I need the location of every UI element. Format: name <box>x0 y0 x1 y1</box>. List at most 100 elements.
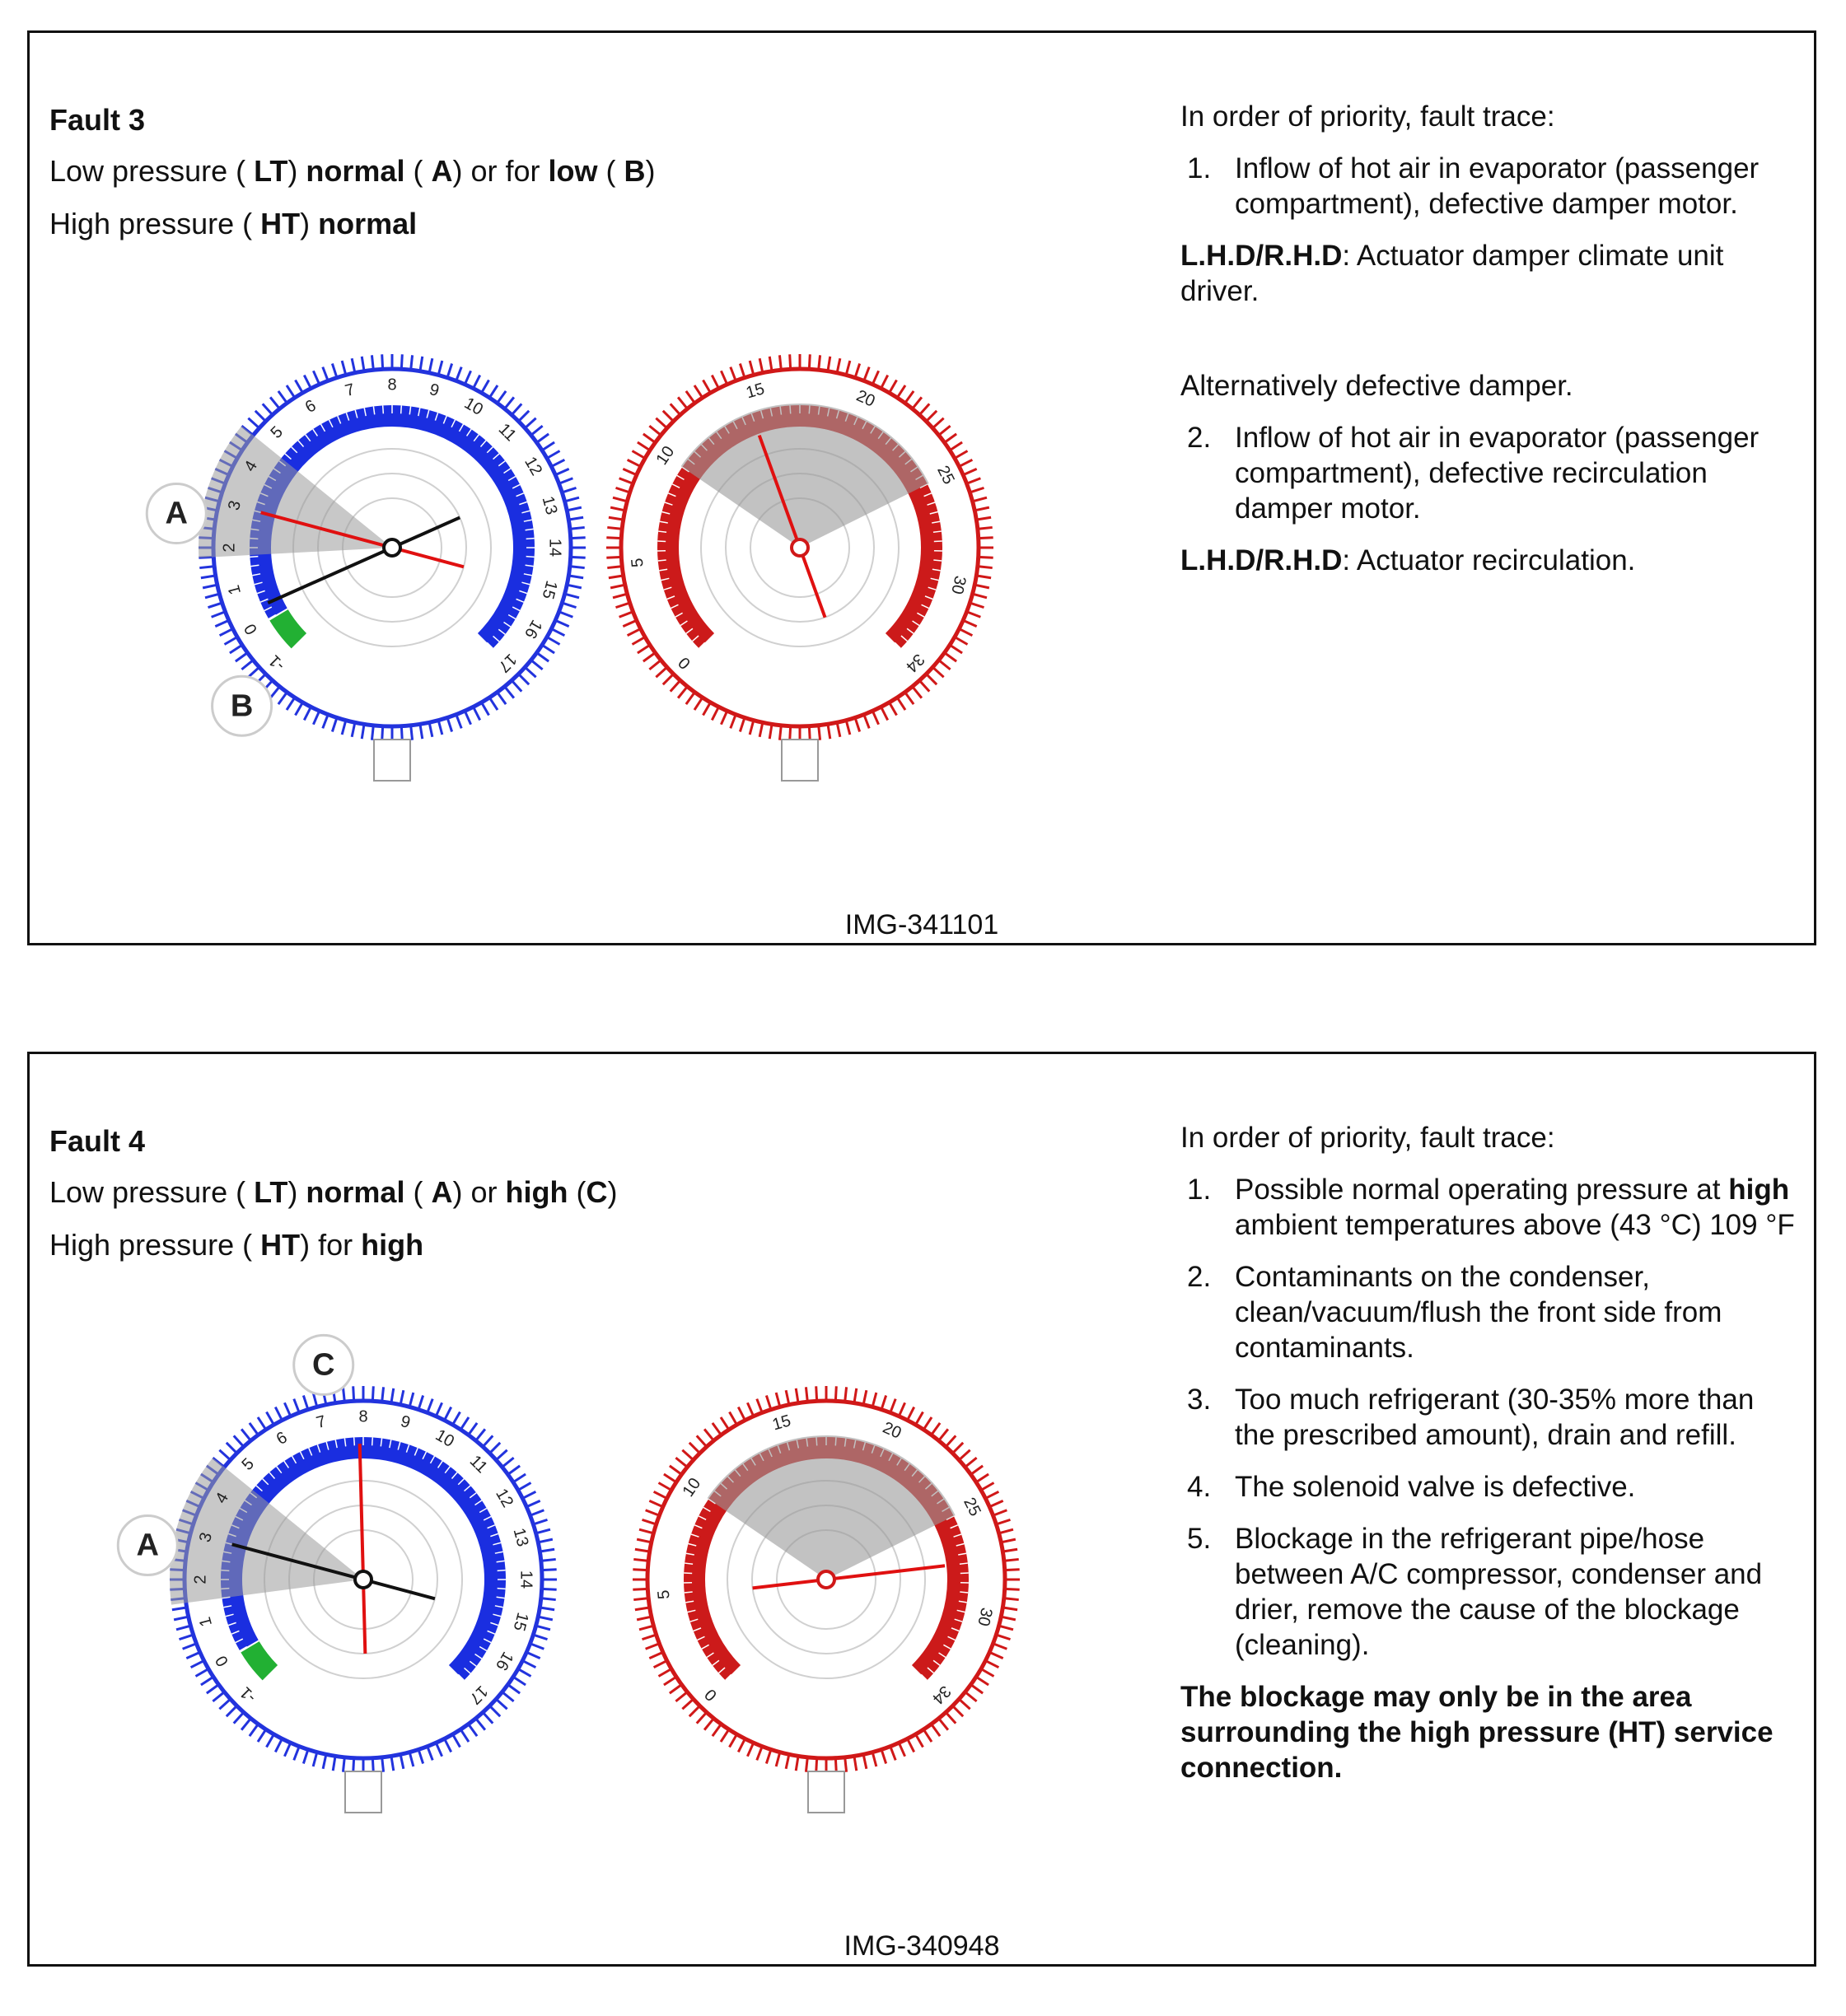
outer-tick <box>552 628 566 637</box>
outer-tick <box>444 1739 453 1753</box>
outer-tick <box>241 660 253 671</box>
scale-tick <box>343 1438 347 1447</box>
outer-tick <box>483 1435 494 1447</box>
outer-tick <box>418 726 424 740</box>
outer-tick <box>283 1402 292 1416</box>
text-segment: ) <box>287 1175 306 1209</box>
outer-tick <box>720 370 728 384</box>
outer-tick <box>738 718 745 732</box>
scale-tick <box>685 1562 694 1565</box>
outer-tick <box>456 366 463 380</box>
outer-tick <box>979 555 993 559</box>
outer-tick <box>285 385 295 398</box>
outer-tick <box>496 1699 508 1710</box>
outer-tick <box>446 363 454 377</box>
outer-tick <box>542 1557 556 1562</box>
outer-tick <box>919 680 931 693</box>
outer-tick <box>542 645 555 655</box>
scale-tick <box>703 1506 711 1513</box>
outer-tick <box>542 1597 556 1602</box>
outer-tick <box>489 1706 502 1718</box>
outer-tick <box>437 360 444 374</box>
outer-tick <box>247 417 259 428</box>
scale-tick <box>473 434 479 442</box>
outer-tick <box>502 1456 515 1468</box>
outer-tick <box>711 1724 722 1738</box>
text-segment: ) <box>287 154 306 188</box>
normal-zone <box>198 426 392 558</box>
scale-tick <box>227 1622 236 1626</box>
scale-tick <box>283 1460 290 1468</box>
scale-tick <box>958 1552 967 1556</box>
vehicle-note: L.H.D/R.H.D: Actuator damper climate uni… <box>1180 238 1798 309</box>
outer-tick <box>661 674 674 686</box>
outer-tick <box>435 1402 443 1416</box>
outer-tick <box>341 1758 346 1772</box>
fault-trace-intro: In order of priority, fault trace: <box>1180 1122 1555 1154</box>
scale-tick <box>725 1673 732 1681</box>
outer-tick <box>764 1395 772 1409</box>
scale-tick <box>259 598 269 603</box>
outer-tick <box>990 1651 1004 1659</box>
scale-tick <box>414 1447 418 1456</box>
outer-tick <box>204 593 218 600</box>
text-segment: ( <box>568 1175 587 1209</box>
scale-tick <box>426 409 430 418</box>
scale-tick <box>312 428 319 436</box>
scale-tick <box>523 573 532 576</box>
list-item: 2.Inflow of hot air in evaporator (passe… <box>1180 420 1798 526</box>
outer-tick <box>645 1643 659 1650</box>
scale-tick <box>932 520 941 524</box>
scale-tick <box>334 1440 338 1449</box>
scale-tick <box>429 1455 436 1464</box>
outer-tick <box>1004 1606 1018 1612</box>
scale-tick <box>494 1605 503 1608</box>
fault-header: Fault 4 Low pressure ( LT) normal ( A) o… <box>49 1124 1120 1281</box>
outer-tick <box>350 357 356 372</box>
outer-tick <box>556 619 570 628</box>
scale-tick <box>483 1515 492 1521</box>
outer-tick <box>502 1692 515 1703</box>
outer-tick <box>311 1753 318 1767</box>
outer-tick <box>681 1449 694 1460</box>
list-text: Possible normal operating pressure at hi… <box>1235 1174 1795 1241</box>
scale-tick <box>457 1673 465 1681</box>
scale-tick <box>526 555 535 558</box>
note-label: L.H.D/R.H.D <box>1180 240 1343 272</box>
scale-tick <box>255 1485 263 1492</box>
outer-tick <box>862 1755 868 1770</box>
callout-label: C <box>312 1347 334 1382</box>
outer-tick <box>211 611 225 618</box>
outer-tick <box>657 1668 671 1678</box>
outer-tick <box>223 637 237 646</box>
scale-tick <box>932 530 942 533</box>
outer-tick <box>720 712 728 726</box>
outer-tick <box>748 360 755 374</box>
scale-tick <box>912 620 920 627</box>
scale-tick <box>250 555 259 558</box>
outer-tick <box>418 356 424 370</box>
outer-tick <box>254 409 266 422</box>
outer-tick <box>570 516 584 521</box>
outer-tick <box>468 1421 479 1435</box>
scale-tick <box>493 1542 502 1546</box>
scale-tick <box>900 635 908 642</box>
outer-tick <box>826 356 832 370</box>
image-id: IMG-340948 <box>844 1930 1000 1962</box>
outer-tick <box>568 584 582 590</box>
outer-tick <box>897 385 907 398</box>
outer-tick <box>481 702 490 716</box>
outer-tick <box>648 1500 662 1508</box>
outer-tick <box>748 721 755 735</box>
outer-tick <box>205 1684 218 1695</box>
outer-tick <box>200 1677 213 1687</box>
list-item: 3.Too much refrigerant (30-35% more than… <box>1180 1382 1798 1453</box>
outer-tick <box>504 396 516 408</box>
outer-tick <box>330 363 338 377</box>
outer-tick <box>710 707 719 721</box>
scale-tick <box>680 620 688 627</box>
outer-tick <box>642 1634 656 1641</box>
outer-tick <box>534 1634 548 1641</box>
text-segment: low <box>548 154 598 188</box>
outer-tick <box>652 1490 666 1499</box>
